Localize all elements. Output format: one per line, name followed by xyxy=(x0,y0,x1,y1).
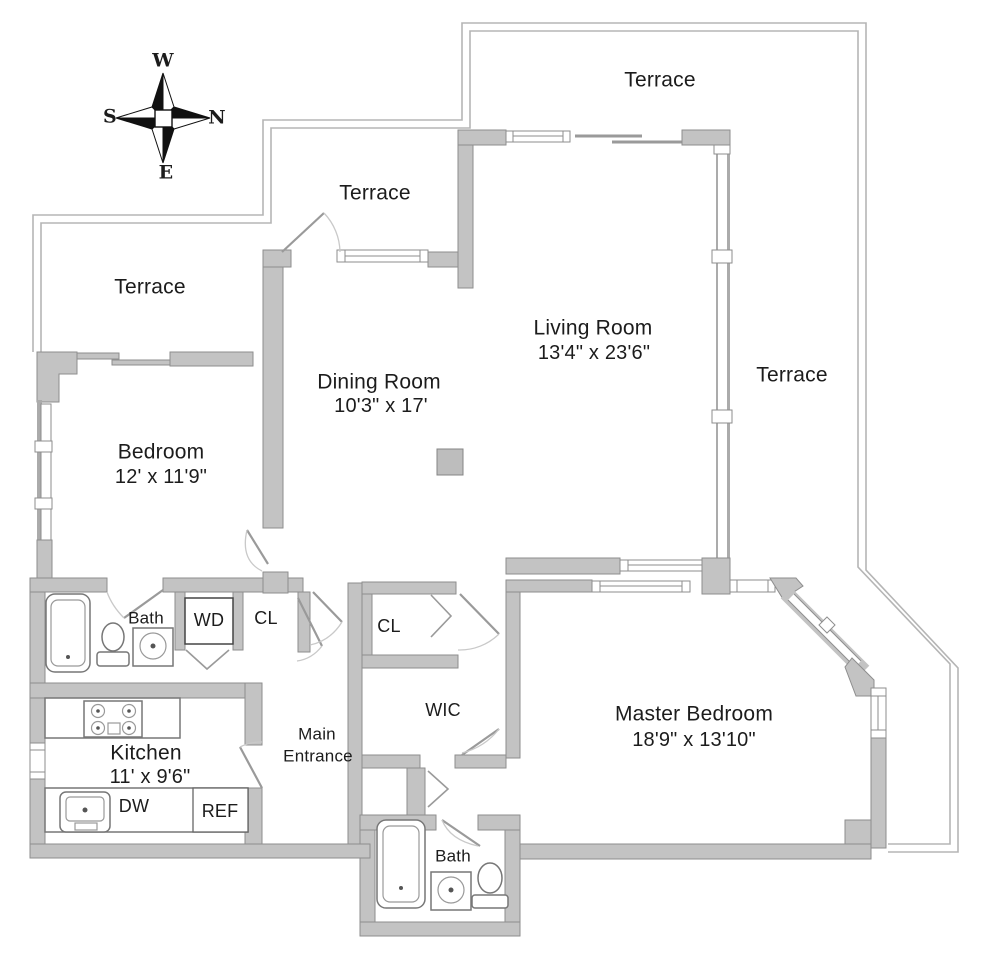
bathtub-upper xyxy=(45,593,91,673)
toilet-upper xyxy=(101,622,125,652)
terrace-top-right-label: Terrace xyxy=(624,68,696,92)
doors xyxy=(106,212,500,847)
stove xyxy=(83,700,143,738)
compass-rose xyxy=(115,72,211,164)
compass-south: S xyxy=(103,105,117,128)
main-entrance-label-line1: Main xyxy=(298,724,336,744)
compass-east: E xyxy=(158,161,174,184)
dining-room-label: Dining Room xyxy=(317,370,441,394)
compass-west: W xyxy=(152,49,174,72)
living-room-dimensions: 13'4" x 23'6" xyxy=(537,342,651,364)
refrigerator-label: REF xyxy=(201,801,239,821)
master-bedroom-label: Master Bedroom xyxy=(614,702,774,726)
terrace-right-label: Terrace xyxy=(756,363,828,387)
column xyxy=(436,448,464,476)
master-bedroom-dimensions: 18'9" x 13'10" xyxy=(632,729,756,751)
washer-dryer-label: WD xyxy=(193,610,225,630)
wic-label: WIC xyxy=(425,700,461,720)
closet-hall-label: CL xyxy=(254,608,278,628)
kitchen-dimensions: 11' x 9'6" xyxy=(109,766,191,788)
walls xyxy=(29,129,887,937)
bath-upper-label: Bath xyxy=(128,608,164,628)
fixtures xyxy=(44,448,509,911)
compass-north: N xyxy=(208,106,226,129)
terrace-left-label: Terrace xyxy=(114,275,186,299)
bedroom-label: Bedroom xyxy=(117,440,205,464)
toilet-lower xyxy=(477,862,503,894)
bathtub-lower xyxy=(376,819,426,909)
living-room-label: Living Room xyxy=(533,316,653,340)
washer-dryer-box xyxy=(184,597,234,645)
main-entrance-label-line2: Entrance xyxy=(283,746,353,766)
bedroom-dimensions: 12' x 11'9" xyxy=(114,466,208,488)
bath-lower-label: Bath xyxy=(435,846,471,866)
dishwasher-label: DW xyxy=(118,796,150,816)
kitchen-label: Kitchen xyxy=(110,741,182,765)
dining-room-dimensions: 10'3" x 17' xyxy=(334,395,428,417)
refrigerator-box xyxy=(192,787,249,833)
closet-master-label: CL xyxy=(377,616,401,636)
terrace-outline xyxy=(32,22,959,853)
terrace-top-middle-label: Terrace xyxy=(339,181,411,205)
